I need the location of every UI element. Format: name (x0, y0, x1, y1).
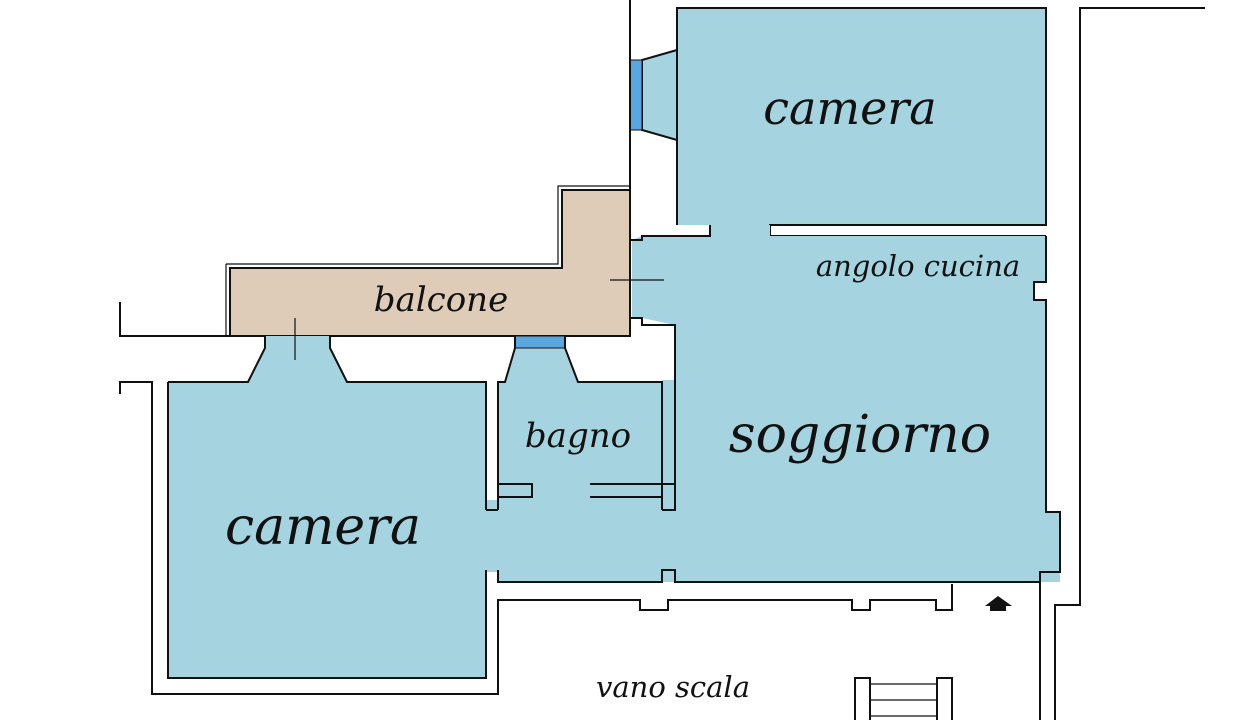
window-top-bedroom (629, 59, 643, 131)
label-vano-scala: vano scala (596, 670, 750, 704)
camera-top-room (642, 8, 1046, 236)
label-balcone: balcone (374, 280, 508, 320)
window-bathroom (514, 335, 566, 349)
entrance-arrow-icon (985, 596, 1012, 611)
label-bagno: bagno (525, 416, 631, 456)
label-angolo-cucina: angolo cucina (816, 249, 1020, 283)
label-soggiorno: soggiorno (729, 405, 991, 465)
stair-steps-icon (854, 677, 953, 720)
label-camera-top: camera (763, 81, 936, 135)
bagno-room (498, 336, 662, 497)
soggiorno-room (486, 225, 1060, 582)
label-camera-bottom: camera (225, 497, 421, 557)
camera-bottom-room (168, 336, 486, 678)
